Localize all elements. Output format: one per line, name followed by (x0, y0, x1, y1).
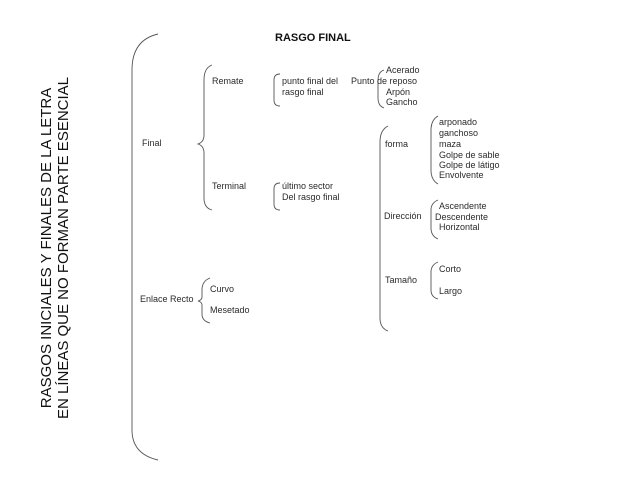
remate-desc-line2: rasgo final (282, 87, 324, 97)
remate-desc-line1: punto final del (282, 76, 339, 86)
node-punto-de-reposo: Punto de reposo (351, 76, 418, 86)
node-tamano: Tamaño (385, 275, 418, 285)
node-enlace-recto: Enlace Recto (140, 294, 194, 304)
direccion-type: Horizontal (439, 222, 480, 232)
remate-desc-bracket (273, 73, 281, 107)
node-remate: Remate (212, 76, 244, 86)
node-forma: forma (385, 139, 409, 149)
terminal-desc-line2: Del rasgo final (282, 192, 340, 202)
direccion-bracket (430, 199, 439, 240)
tamano-bracket (430, 261, 439, 300)
punto-type: Gancho (386, 97, 418, 107)
terminal-desc-bracket (273, 182, 281, 211)
direccion-type: Descendente (435, 212, 489, 222)
enlace-brace (197, 277, 211, 324)
punto-type: Acerado (386, 65, 420, 75)
punto-type: Arpón (386, 87, 411, 97)
node-curvo: Curvo (210, 284, 235, 294)
main-brace (131, 33, 159, 461)
attributes-brace (379, 125, 389, 332)
forma-type: arponado (439, 117, 478, 127)
node-direccion: Dirección (384, 211, 422, 221)
node-final: Final (142, 138, 162, 148)
node-terminal: Terminal (212, 181, 247, 191)
forma-type: maza (439, 139, 462, 149)
forma-type: Golpe de látigo (439, 160, 500, 170)
node-mesetado: Mesetado (210, 305, 250, 315)
tamano-type: Largo (439, 286, 463, 296)
forma-type: ganchoso (439, 128, 479, 138)
punto-bracket (377, 69, 385, 109)
forma-bracket (430, 115, 439, 185)
forma-type: Golpe de sable (439, 150, 500, 160)
direccion-type: Ascendente (439, 201, 487, 211)
forma-type: Envolvente (439, 170, 484, 180)
terminal-desc-line1: último sector (282, 181, 334, 191)
tamano-type: Corto (439, 264, 462, 274)
final-brace (196, 64, 213, 211)
diagram-title: RASGO FINAL (275, 32, 351, 44)
